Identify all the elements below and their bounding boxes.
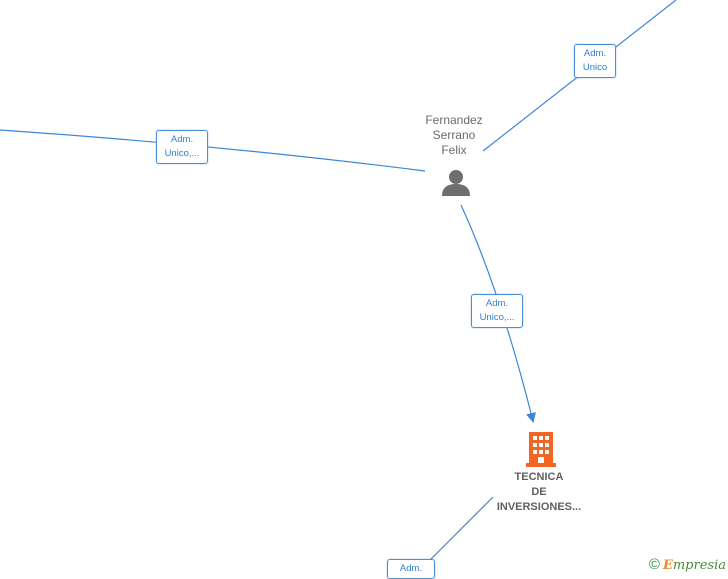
copyright-notice: ©Empresia xyxy=(649,556,726,573)
edge-line-bottom xyxy=(429,496,494,561)
company-name[interactable]: TECNICA DE INVERSIONES... xyxy=(474,470,604,515)
edge-label-top-right-line-2: Unico xyxy=(582,62,608,73)
brand-logo: Empresia xyxy=(663,558,726,573)
edge-label-left[interactable]: Adm. Unico,... xyxy=(156,130,208,164)
brand-initial: E xyxy=(662,558,673,573)
edge-label-down-line-1: Adm. xyxy=(485,298,509,309)
company-name-line-3: INVERSIONES... xyxy=(496,501,582,513)
brand-rest: mpresia xyxy=(672,558,726,573)
edge-line-left xyxy=(0,129,426,172)
edge-label-bottom[interactable]: Adm. xyxy=(387,559,435,579)
copyright-symbol: © xyxy=(648,556,660,573)
person-name-line-3: Felix xyxy=(441,143,467,157)
company-name-line-1: TECNICA xyxy=(514,471,564,483)
person-name-line-1: Fernandez xyxy=(425,113,483,127)
building-icon[interactable] xyxy=(526,431,556,467)
edge-label-top-right-line-1: Adm. xyxy=(583,48,607,59)
edge-label-down-line-2: Unico,... xyxy=(479,312,515,323)
edge-label-left-line-1: Adm. xyxy=(170,134,194,145)
person-name-line-2: Serrano xyxy=(432,128,476,142)
edge-label-top-right[interactable]: Adm. Unico xyxy=(574,44,616,78)
edge-label-left-line-2: Unico,... xyxy=(164,148,200,159)
person-icon[interactable] xyxy=(441,168,471,196)
person-name[interactable]: Fernandez Serrano Felix xyxy=(414,113,494,158)
edge-label-down[interactable]: Adm. Unico,... xyxy=(471,294,523,328)
edge-label-bottom-line-1: Adm. xyxy=(399,563,423,574)
company-name-line-2: DE xyxy=(531,486,547,498)
